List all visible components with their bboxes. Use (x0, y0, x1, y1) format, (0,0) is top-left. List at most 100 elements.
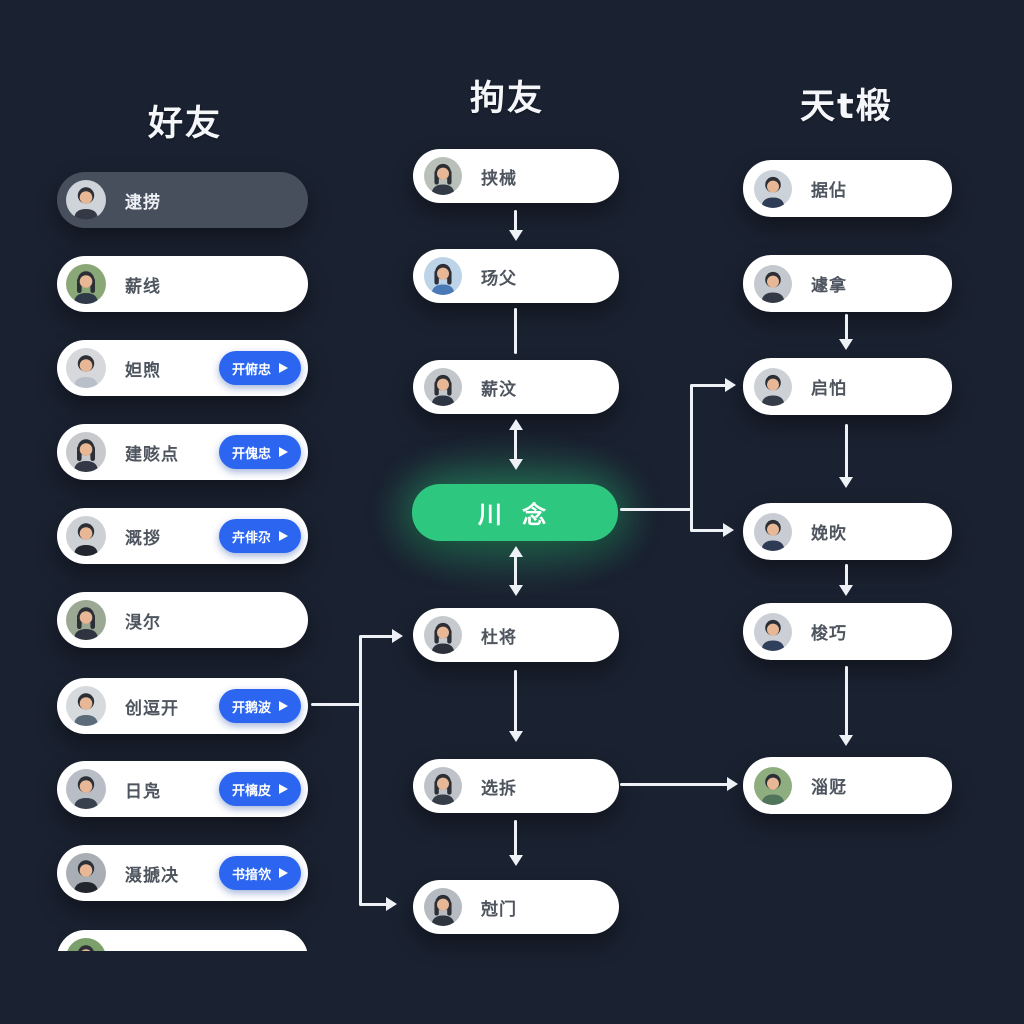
network-node[interactable]: 据佔 (743, 160, 952, 217)
network-node[interactable]: 淄觃 (743, 757, 952, 814)
flow-column-title: 拘友 (470, 79, 545, 119)
network-node[interactable]: 梭巧 (743, 603, 952, 660)
friend-list-item[interactable]: 妲煦 开俯忠 (57, 340, 308, 396)
node-name: 选拆 (481, 778, 517, 799)
arrowhead-right (386, 897, 397, 911)
node-name: 淄觃 (811, 778, 847, 798)
connector-line (359, 635, 362, 906)
play-icon (279, 784, 288, 794)
node-name: 杜将 (481, 627, 517, 648)
arrowhead-down (839, 735, 853, 746)
avatar (424, 157, 462, 195)
connector-line (360, 635, 393, 638)
play-icon (279, 363, 288, 373)
avatar (424, 257, 462, 295)
friend-list-item[interactable]: 湨尔 (57, 592, 308, 648)
connector-line (691, 384, 726, 387)
arrowhead-up (509, 419, 523, 430)
connector-line (514, 429, 517, 460)
avatar (754, 612, 792, 651)
friend-name: 创逗开 (125, 698, 179, 719)
node-name: 尅门 (481, 899, 517, 920)
action-button-label: 书揞欦 (231, 867, 271, 883)
friend-list-item[interactable]: 日凫 开樆皮 (57, 761, 308, 817)
connector-line (845, 564, 848, 586)
friend-list-item[interactable]: 创逗开 开鹅波 (57, 678, 308, 734)
arrowhead-right (725, 378, 736, 392)
avatar (66, 853, 106, 893)
avatar (754, 264, 792, 303)
connector-line (514, 670, 517, 732)
friend-list-item[interactable]: 滠搋决 书揞欦 (57, 845, 308, 901)
flow-node[interactable]: 挟械 (413, 149, 619, 203)
arrowhead-down (839, 339, 853, 350)
node-name: 娩欥 (811, 524, 847, 544)
friend-list-item[interactable]: 溉拶 卉俳尕 (57, 508, 308, 564)
connector-line (360, 903, 387, 906)
play-icon (279, 868, 288, 878)
arrowhead-right (723, 523, 734, 537)
avatar (754, 169, 792, 208)
play-icon (279, 447, 288, 457)
highlighted-node[interactable]: 川 念 (412, 484, 618, 541)
avatar (66, 516, 106, 556)
friend-name: 妲煦 (125, 360, 161, 381)
friend-name: 滠搋决 (125, 865, 179, 886)
flow-node[interactable]: 玚父 (413, 249, 619, 303)
arrowhead-down (839, 477, 853, 488)
avatar (754, 766, 792, 805)
node-name: 遽拿 (811, 276, 847, 296)
arrowhead-down (509, 585, 523, 596)
action-button[interactable]: 开俯忠 (218, 351, 301, 385)
arrowhead-down (509, 459, 523, 470)
action-button-label: 卉俳尕 (231, 530, 271, 546)
connector-line (514, 210, 517, 232)
friends-column-title: 好友 (148, 104, 223, 144)
network-node[interactable]: 启怕 (743, 358, 952, 415)
avatar (66, 264, 106, 304)
action-button[interactable]: 卉俳尕 (218, 519, 301, 553)
play-icon (279, 531, 288, 541)
action-button-label: 开鹅波 (231, 700, 271, 716)
friend-list-item[interactable]: 薪线 (57, 256, 308, 312)
play-icon (279, 701, 288, 711)
network-node[interactable]: 遽拿 (743, 255, 952, 312)
arrowhead-down (839, 585, 853, 596)
friend-list-item[interactable]: 建赅点 开傀忠 (57, 424, 308, 480)
connector-line (845, 314, 848, 340)
connector-line (691, 529, 724, 532)
connector-line (845, 424, 848, 478)
connector-line (845, 666, 848, 736)
action-button[interactable]: 书揞欦 (218, 856, 301, 890)
flow-node[interactable]: 尅门 (413, 880, 619, 934)
avatar (424, 616, 462, 654)
friend-name: 逮捞 (125, 192, 161, 213)
avatar (754, 367, 792, 406)
avatar (66, 432, 106, 472)
action-button-label: 开傀忠 (231, 446, 271, 462)
flow-node[interactable]: 杜将 (413, 608, 619, 662)
action-button-label: 开樆皮 (231, 783, 271, 799)
friend-name: 建赅点 (125, 444, 179, 465)
avatar (66, 686, 106, 726)
arrowhead-up (509, 546, 523, 557)
action-button[interactable]: 开鹅波 (218, 689, 301, 723)
friend-name: 日凫 (125, 781, 161, 802)
action-button[interactable]: 开樆皮 (218, 772, 301, 806)
avatar (754, 512, 792, 551)
avatar (424, 767, 462, 805)
connector-line (514, 308, 517, 354)
flow-node[interactable]: 薪汶 (413, 360, 619, 414)
arrowhead-down (509, 855, 523, 866)
friend-list-item-clipped[interactable] (57, 930, 308, 951)
node-name: 据佔 (811, 181, 847, 201)
node-name: 启怕 (811, 379, 847, 399)
friend-list-item-selected[interactable]: 逮捞 (57, 172, 308, 228)
arrowhead-down (509, 230, 523, 241)
network-column-title: 天t椴 (800, 87, 893, 127)
node-name: 梭巧 (811, 624, 847, 644)
action-button[interactable]: 开傀忠 (218, 435, 301, 469)
highlighted-node-label: 川 念 (477, 501, 553, 529)
flow-node[interactable]: 选拆 (413, 759, 619, 813)
network-node[interactable]: 娩欥 (743, 503, 952, 560)
